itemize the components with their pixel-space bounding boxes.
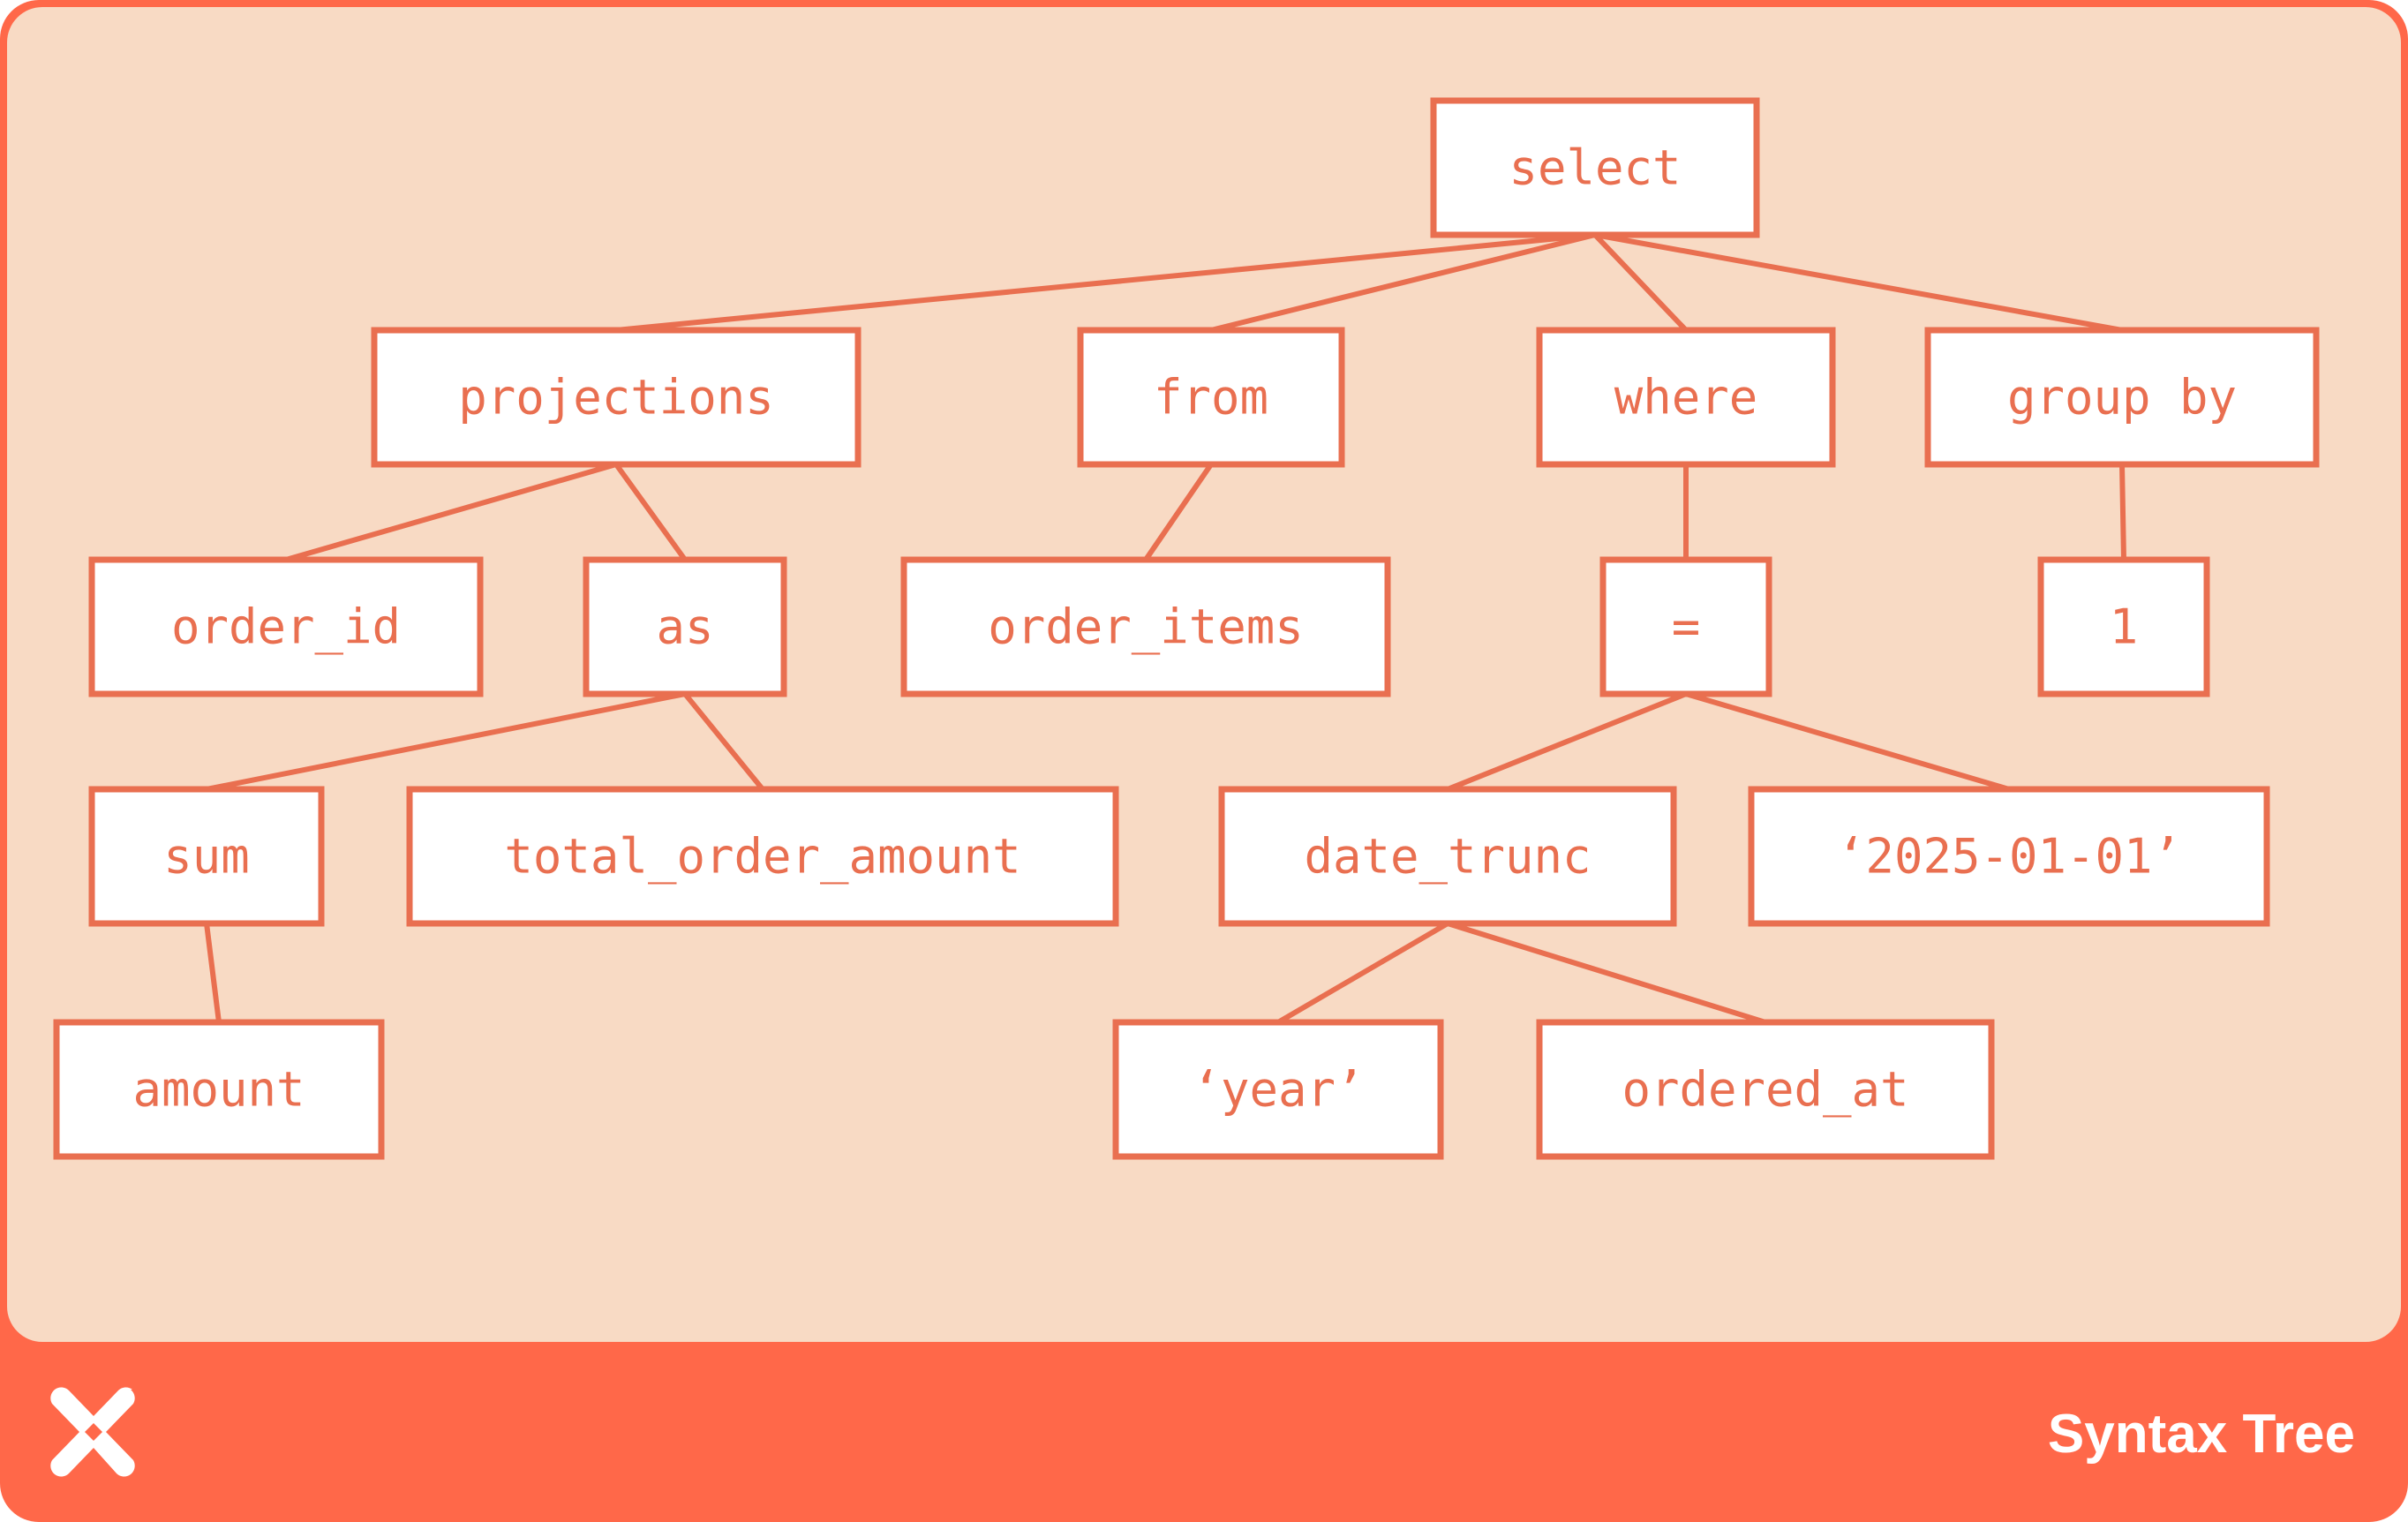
node-label: select — [1509, 140, 1681, 196]
node-label: total_order_amount — [504, 829, 1020, 885]
node-label: order_items — [988, 599, 1304, 655]
node-box — [1536, 327, 1836, 468]
edge-as-total_order_amount — [682, 692, 765, 791]
node-label: ‘year’ — [1192, 1062, 1364, 1118]
tree-nodes: select projections from where group by order_… — [53, 97, 2320, 1160]
footer-title: Syntax Tree — [2047, 1404, 2355, 1465]
node-from: from — [1077, 327, 1345, 468]
node-box — [371, 327, 862, 468]
node-box — [1599, 556, 1772, 697]
edge-select-group_by — [1594, 232, 2123, 333]
node-label: ‘2025-01-01’ — [1837, 829, 2181, 885]
node-label: from — [1154, 370, 1268, 426]
node-order-id: order_id — [88, 556, 484, 697]
node-year: ‘year’ — [1112, 1019, 1444, 1160]
edge-from-order_items — [1143, 463, 1214, 561]
node-group-by: group by — [1924, 327, 2320, 468]
edge-select-from — [1210, 232, 1596, 333]
node-label: group by — [2007, 370, 2237, 426]
node-box — [583, 556, 787, 697]
node-box — [406, 786, 1119, 927]
node-one: 1 — [2037, 556, 2210, 697]
node-order-items: order_items — [900, 556, 1391, 697]
node-box — [88, 786, 325, 927]
node-box — [1218, 786, 1677, 927]
dbt-logo-icon — [50, 1387, 135, 1477]
node-projections: projections — [371, 327, 862, 468]
node-label: order_id — [171, 599, 401, 655]
node-box — [2037, 556, 2210, 697]
node-box — [1924, 327, 2320, 468]
node-total-order-amount: total_order_amount — [406, 786, 1119, 927]
node-label: projections — [458, 370, 774, 426]
node-label: date_trunc — [1304, 829, 1591, 885]
edge-date_trunc-year — [1276, 921, 1449, 1025]
node-box — [1536, 1019, 1995, 1160]
tree-edges — [204, 232, 2126, 1025]
node-box — [1430, 97, 1760, 238]
node-as: as — [583, 556, 787, 697]
node-box — [1112, 1019, 1444, 1160]
node-eq: = — [1599, 556, 1772, 697]
edge-eq-date_trunc — [1446, 691, 1688, 792]
node-date-trunc: date_trunc — [1218, 786, 1677, 927]
node-label: 1 — [2110, 599, 2139, 655]
edge-projections-as — [613, 463, 688, 561]
node-box — [900, 556, 1391, 697]
node-box — [53, 1019, 385, 1160]
edge-eq-date_literal — [1685, 691, 2010, 792]
node-ordered-at: ordered_at — [1536, 1019, 1995, 1160]
node-box — [1077, 327, 1345, 468]
node-select: select — [1430, 97, 1760, 238]
node-sum: sum — [88, 786, 325, 927]
node-label: as — [656, 599, 713, 655]
node-label: ordered_at — [1622, 1062, 1908, 1118]
edge-group_by-one — [2119, 463, 2126, 561]
node-label: where — [1614, 370, 1758, 426]
node-amount: amount — [53, 1019, 385, 1160]
edge-select-projections — [615, 232, 1596, 333]
edge-sum-amount — [204, 923, 222, 1023]
edge-select-where — [1592, 232, 1689, 333]
node-where: where — [1536, 327, 1836, 468]
edge-as-sum — [206, 691, 686, 792]
node-label: sum — [163, 829, 250, 885]
node-label: = — [1672, 599, 1701, 655]
node-date-literal: ‘2025-01-01’ — [1748, 786, 2270, 927]
node-box — [88, 556, 484, 697]
edge-projections-order_id — [285, 462, 617, 562]
edge-date_trunc-ordered_at — [1447, 921, 1766, 1025]
node-label: amount — [132, 1062, 305, 1118]
node-box — [1748, 786, 2270, 927]
